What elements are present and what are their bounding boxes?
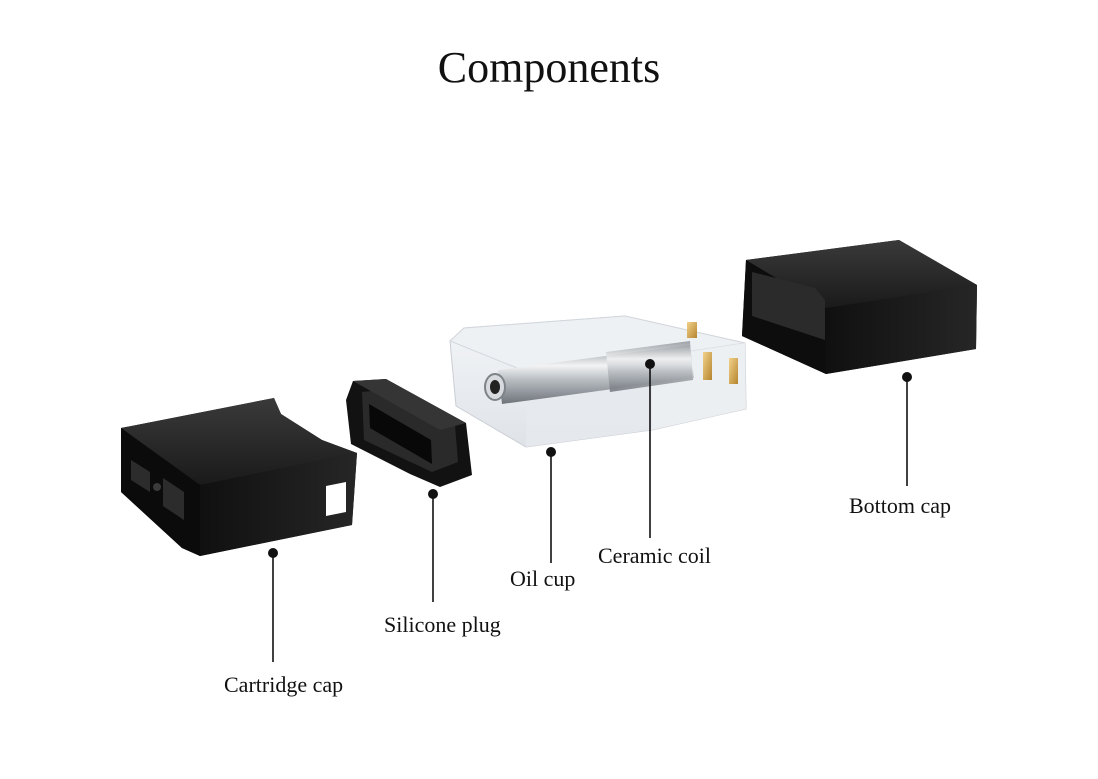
label-ceramic-coil: Ceramic coil: [598, 543, 712, 568]
label-oil-cup: Oil cup: [510, 566, 576, 591]
label-silicone-plug: Silicone plug: [384, 612, 501, 637]
cartridge-cap-image: [121, 398, 357, 556]
label-cartridge-cap: Cartridge cap: [224, 672, 344, 697]
bottom-cap-image: [742, 240, 977, 374]
label-bottom-cap: Bottom cap: [849, 493, 952, 518]
oil-cup-image: [449, 315, 747, 448]
leader-lines: [268, 359, 912, 662]
page-title: Components: [437, 43, 661, 92]
silicone-plug-image: [346, 379, 472, 487]
